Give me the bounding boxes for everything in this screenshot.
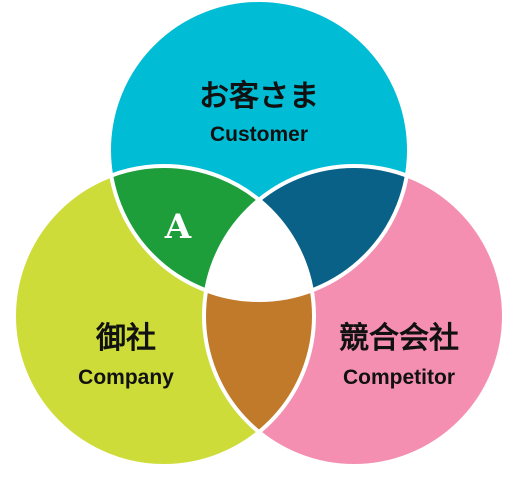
overlap-a-label: A: [164, 207, 192, 247]
company-title: 御社: [95, 321, 156, 356]
company-circle-border: [12, 164, 316, 468]
competitor-subtitle: Competitor: [343, 366, 455, 389]
competitor-circle-border: [202, 164, 506, 468]
customer-subtitle: Customer: [210, 123, 308, 146]
competitor-title: 競合会社: [339, 321, 459, 356]
center-overlap: [204, 166, 314, 300]
company-subtitle: Company: [78, 366, 174, 389]
customer-title: お客さま: [199, 79, 319, 114]
customer-circle-border: [107, 0, 411, 302]
